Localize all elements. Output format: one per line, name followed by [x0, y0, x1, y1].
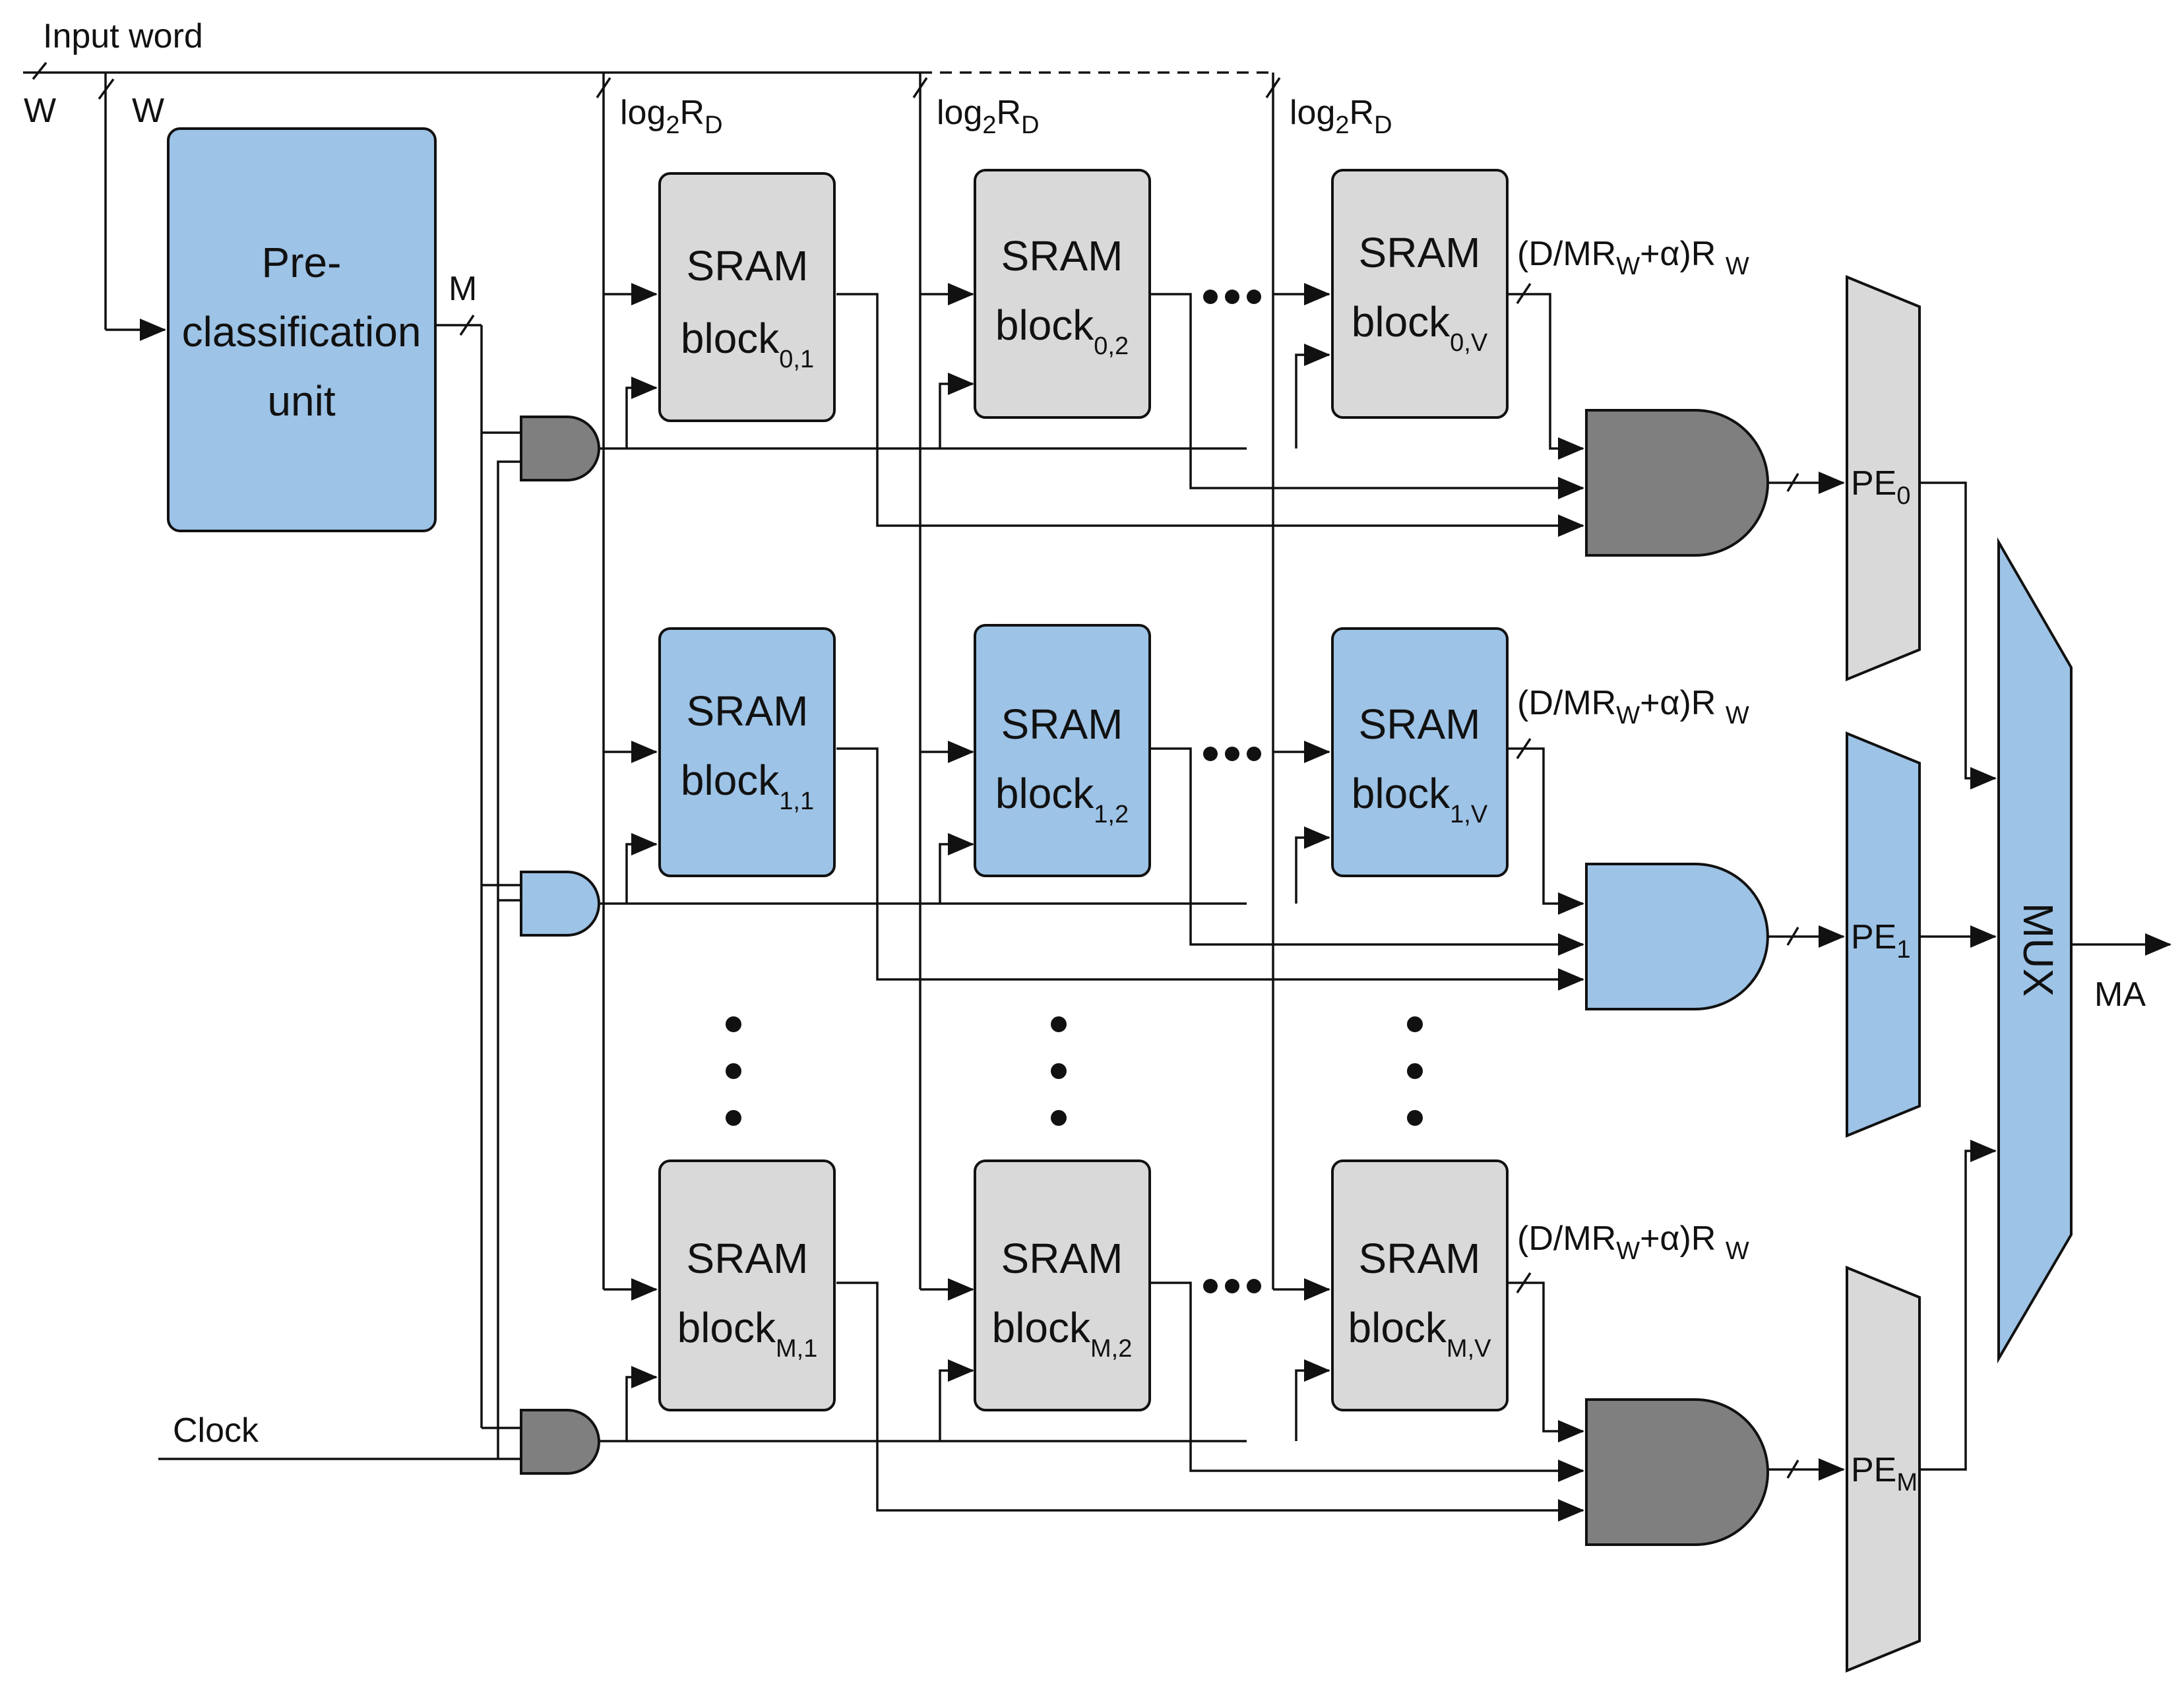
sram-block: SRAM block1,1 [658, 627, 836, 877]
svg-text:block0,1: block0,1 [681, 315, 814, 373]
and-gate-large [1585, 409, 1769, 557]
sram-word: block [681, 757, 780, 804]
sram-title: SRAM [1359, 229, 1481, 276]
sram-subscript: 1,V [1450, 801, 1488, 828]
input-word-label: Input word [43, 17, 203, 55]
svg-text:blockM,2: blockM,2 [992, 1304, 1133, 1363]
svg-text:block0,V: block0,V [1352, 298, 1488, 357]
sram-word: block [681, 315, 780, 362]
sram-title: SRAM [1001, 1235, 1123, 1282]
priority-encoder [1846, 275, 1921, 681]
w-label: W [24, 92, 56, 130]
and-gate-large [1585, 1398, 1769, 1546]
sram-block: SRAM block0,2 [974, 169, 1151, 419]
sram-block: SRAM blockM,2 [974, 1159, 1151, 1411]
sram-word: block [1352, 770, 1451, 817]
and-gate [520, 416, 600, 481]
sram-title: SRAM [1001, 700, 1123, 748]
sram-word: block [1352, 298, 1451, 346]
sram-word: block [677, 1304, 776, 1351]
pe-label: PE1 [1851, 918, 1911, 964]
mux [1997, 537, 2073, 1364]
sram-subscript: M,V [1447, 1335, 1491, 1363]
sram-subscript: 0,1 [779, 346, 814, 373]
sram-word: block [992, 1304, 1091, 1351]
sram-block: SRAM block1,V [1331, 627, 1509, 877]
address-width-label: log2RD [620, 94, 723, 139]
sram-subscript: M,1 [776, 1335, 817, 1363]
m-label: M [449, 270, 477, 308]
svg-text:block1,1: block1,1 [681, 757, 814, 815]
wires [23, 61, 2171, 1522]
svg-text:block1,V: block1,V [1352, 770, 1488, 828]
and-gate [520, 871, 600, 937]
sram-block: SRAM block0,V [1331, 169, 1509, 419]
bus-width-label: (D/MRW+α)R W [1517, 1220, 1749, 1265]
sram-subscript: 1,2 [1094, 801, 1129, 828]
w-label: W [132, 92, 164, 130]
sram-subscript: 1,1 [779, 788, 814, 815]
preclass-line3: unit [267, 377, 335, 425]
sram-word: block [995, 301, 1094, 349]
preclass-line2: classification [182, 308, 421, 355]
sram-title: SRAM [687, 687, 809, 735]
sram-title: SRAM [687, 1235, 809, 1282]
sram-title: SRAM [1359, 1235, 1481, 1282]
priority-encoder [1846, 731, 1921, 1138]
clock-label: Clock [173, 1411, 259, 1450]
preclass-line1: Pre- [262, 239, 342, 286]
sram-block: SRAM blockM,V [1331, 1159, 1509, 1411]
address-width-label: log2RD [1290, 94, 1392, 139]
sram-block: SRAM block0,1 [658, 172, 836, 422]
pre-classification-unit: Pre- classification unit [167, 127, 437, 532]
svg-text:blockM,V: blockM,V [1348, 1304, 1492, 1363]
and-gate [520, 1409, 600, 1475]
sram-subscript: 0,2 [1094, 332, 1129, 360]
address-width-label: log2RD [937, 94, 1040, 139]
sram-word: block [995, 770, 1094, 817]
sram-title: SRAM [1001, 232, 1123, 280]
sram-subscript: M,2 [1090, 1335, 1132, 1363]
and-gate-large [1585, 863, 1769, 1010]
svg-text:block0,2: block0,2 [995, 301, 1129, 360]
sram-block: SRAM blockM,1 [658, 1159, 836, 1411]
pe-label: PE0 [1851, 464, 1911, 510]
bus-width-label: (D/MRW+α)R W [1517, 684, 1749, 729]
sram-subscript: 0,V [1450, 329, 1488, 357]
bus-width-label: (D/MRW+α)R W [1517, 235, 1749, 280]
pe-label: PEM [1851, 1451, 1918, 1497]
svg-text:block1,2: block1,2 [995, 770, 1129, 828]
ellipsis-dots [726, 290, 1423, 1293]
svg-text:blockM,1: blockM,1 [677, 1304, 818, 1363]
output-label: MA [2094, 975, 2146, 1014]
sram-block: SRAM block1,2 [974, 624, 1151, 877]
mux-label: MUX [2014, 903, 2062, 997]
priority-encoder [1846, 1266, 1921, 1673]
sram-title: SRAM [1359, 700, 1481, 748]
sram-title: SRAM [687, 242, 809, 290]
sram-word: block [1348, 1304, 1447, 1351]
